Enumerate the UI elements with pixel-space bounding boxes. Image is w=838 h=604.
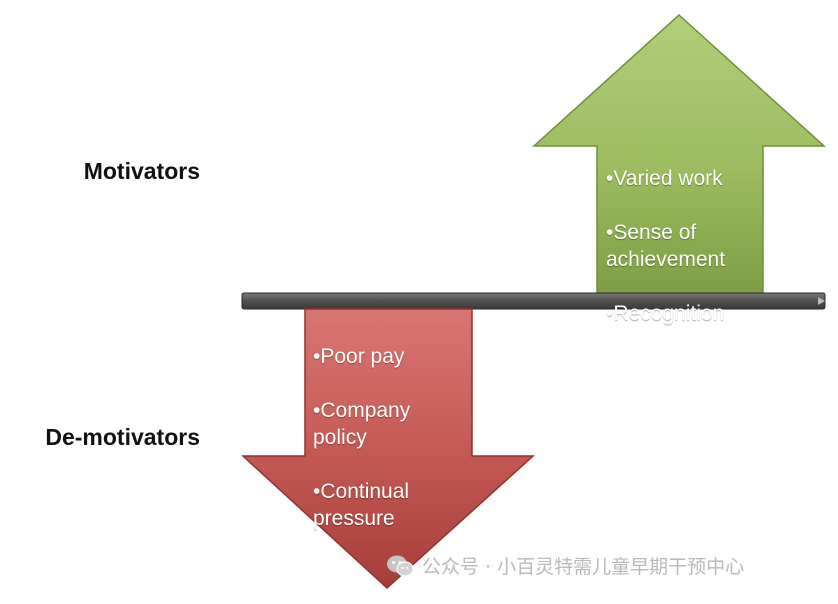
- motivators-list: •Varied work •Sense of achievement •Reco…: [606, 138, 766, 354]
- motivator-item: •Varied work: [606, 167, 723, 190]
- motivator-item: •Recognition: [606, 302, 725, 325]
- demotivator-item: •Poor pay: [313, 345, 405, 368]
- demotivators-list: •Poor pay •Company policy •Continual pre…: [313, 316, 463, 559]
- watermark: 公众号 · 小百灵特需儿童早期干预中心: [386, 552, 744, 579]
- demotivators-down-arrow: [241, 308, 535, 590]
- demotivator-item: •Company policy: [313, 399, 411, 449]
- motivator-item: •Sense of achievement: [606, 221, 726, 271]
- wechat-icon: [387, 555, 414, 577]
- demotivators-label: De-motivators: [45, 424, 200, 450]
- watermark-text: 公众号 · 小百灵特需儿童早期干预中心: [422, 556, 745, 578]
- demotivator-item: •Continual pressure: [313, 480, 410, 530]
- motivators-label: Motivators: [83, 158, 200, 184]
- bar-end-marker: [818, 297, 825, 305]
